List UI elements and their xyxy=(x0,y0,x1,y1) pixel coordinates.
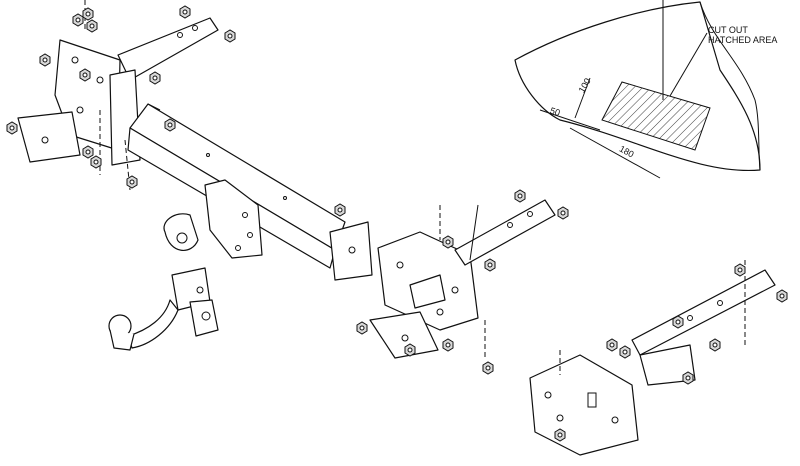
nut xyxy=(72,13,84,27)
nut xyxy=(482,361,494,375)
nut xyxy=(404,343,416,357)
nut xyxy=(356,321,368,335)
nut xyxy=(776,289,788,303)
cutout-label-line2: HATCHED AREA xyxy=(708,35,777,45)
nut xyxy=(734,263,746,277)
cutout-label-line1: CUT OUT xyxy=(708,25,748,35)
nut xyxy=(672,315,684,329)
nut xyxy=(86,19,98,33)
centre-clamp xyxy=(409,274,446,309)
far-right-arm xyxy=(631,269,776,356)
socket-bracket xyxy=(163,179,263,259)
slot-hole xyxy=(587,392,597,408)
nut xyxy=(164,118,176,132)
right-upper-arm xyxy=(454,199,556,266)
nut xyxy=(82,7,94,21)
nut xyxy=(126,175,138,189)
nut xyxy=(6,121,18,135)
annotation-leader xyxy=(669,32,708,97)
nut xyxy=(442,235,454,249)
far-right-clamp xyxy=(639,344,696,386)
nut xyxy=(149,71,161,85)
nut xyxy=(90,155,102,169)
nut xyxy=(682,371,694,385)
nut xyxy=(554,428,566,442)
nut xyxy=(334,203,346,217)
nut xyxy=(484,258,496,272)
left-lower-plate xyxy=(17,111,81,163)
towball-neck xyxy=(127,299,179,349)
nut xyxy=(619,345,631,359)
nut xyxy=(514,189,526,203)
cutout-detail: CUT OUT HATCHED AREA 100 50 180 xyxy=(514,0,777,179)
nut xyxy=(606,338,618,352)
left-side-bracket xyxy=(17,0,219,191)
towball-assembly xyxy=(108,267,219,351)
nut xyxy=(39,53,51,67)
socket-plate xyxy=(204,179,263,259)
nut xyxy=(79,68,91,82)
nut xyxy=(709,338,721,352)
far-right-bracket xyxy=(529,260,776,456)
nut xyxy=(224,29,236,43)
electric-socket xyxy=(163,213,199,251)
nut xyxy=(557,206,569,220)
right-centre-bracket xyxy=(369,199,556,360)
nut xyxy=(442,338,454,352)
dimension-180: 180 xyxy=(618,144,636,160)
dimension-line-100 xyxy=(574,77,591,119)
far-right-plate xyxy=(529,354,639,456)
dimension-line-180 xyxy=(569,127,661,179)
nut xyxy=(82,145,94,159)
dimension-50: 50 xyxy=(549,105,562,118)
hatched-cutout-area xyxy=(601,81,711,151)
dimension-line-50 xyxy=(539,109,601,131)
nut xyxy=(179,5,191,19)
